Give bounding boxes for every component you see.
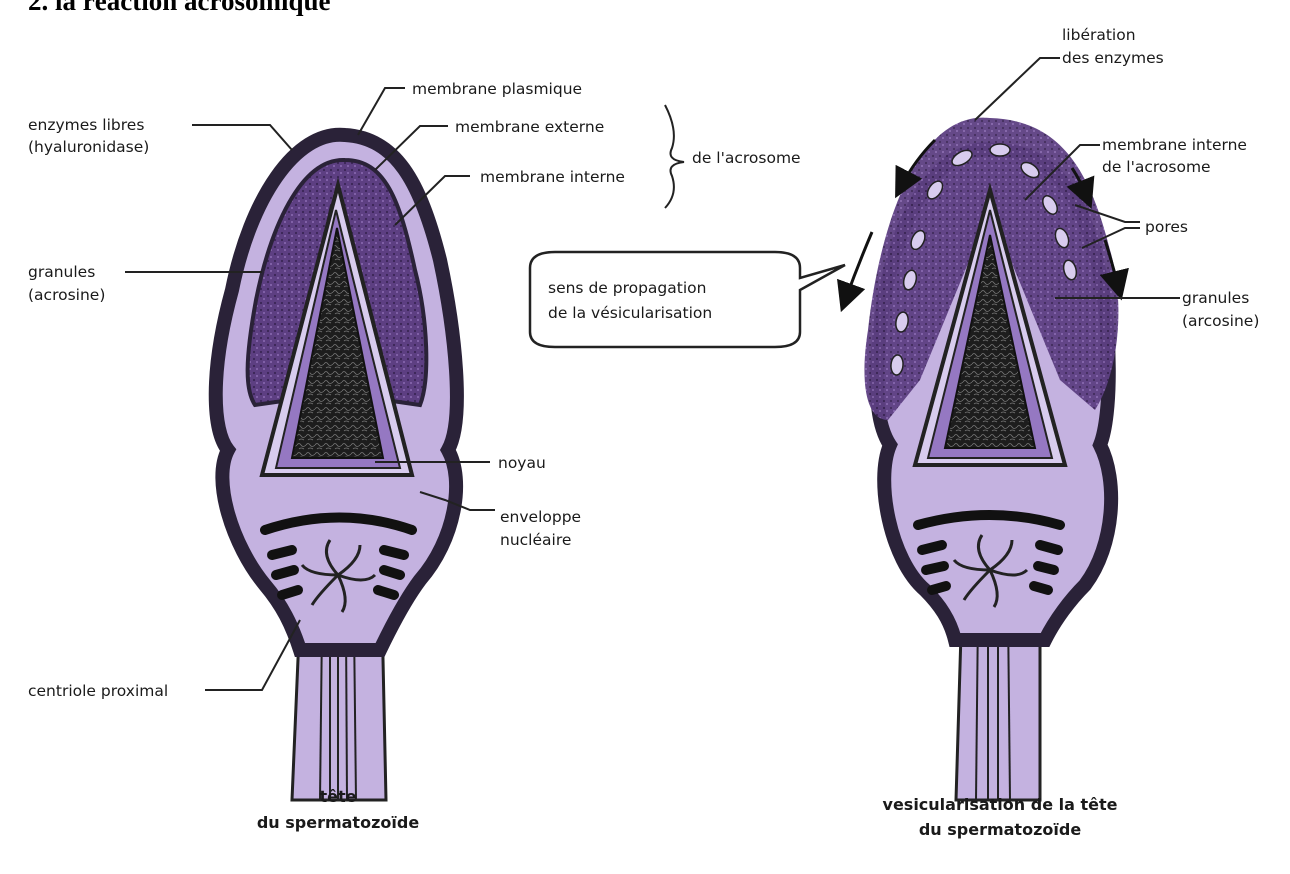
label-enveloppe: enveloppe (500, 508, 581, 526)
label-noyau: noyau (498, 454, 546, 472)
left-caption-line2: du spermatozoïde (257, 813, 419, 832)
label-liberation-sub: des enzymes (1062, 49, 1164, 67)
label-enzymes-libres-sub: (hyaluronidase) (28, 138, 149, 156)
callout-line1: sens de propagation (548, 279, 706, 297)
label-enveloppe-sub: nucléaire (500, 531, 571, 549)
section-heading: 2. la réaction acrosomique (28, 0, 330, 17)
label-de-l-acrosome: de l'acrosome (692, 149, 801, 167)
label-granules-right: granules (1182, 289, 1249, 307)
label-enzymes-libres: enzymes libres (28, 116, 144, 134)
label-membrane-interne: membrane interne (480, 168, 625, 186)
left-caption-line1: tête (320, 787, 357, 806)
label-pores: pores (1145, 218, 1188, 236)
left-sperm-head (216, 135, 457, 800)
propagation-callout-box (530, 252, 845, 347)
callout-line2: de la vésicularisation (548, 304, 712, 322)
right-caption-line1: vesicularisation de la tête (883, 795, 1118, 814)
label-membrane-interne-right-sub: de l'acrosome (1102, 158, 1211, 176)
label-membrane-interne-right: membrane interne (1102, 136, 1247, 154)
label-granules-right-sub: (arcosine) (1182, 312, 1259, 330)
arrow-left (846, 232, 872, 298)
label-membrane-plasmique: membrane plasmique (412, 80, 582, 98)
label-membrane-externe: membrane externe (455, 118, 604, 136)
right-sperm-head (846, 118, 1118, 800)
label-granules: granules (28, 263, 95, 281)
label-liberation: libération (1062, 26, 1136, 44)
label-granules-sub: (acrosine) (28, 286, 105, 304)
label-centriole-proximal: centriole proximal (28, 682, 168, 700)
right-caption-line2: du spermatozoïde (919, 820, 1081, 839)
